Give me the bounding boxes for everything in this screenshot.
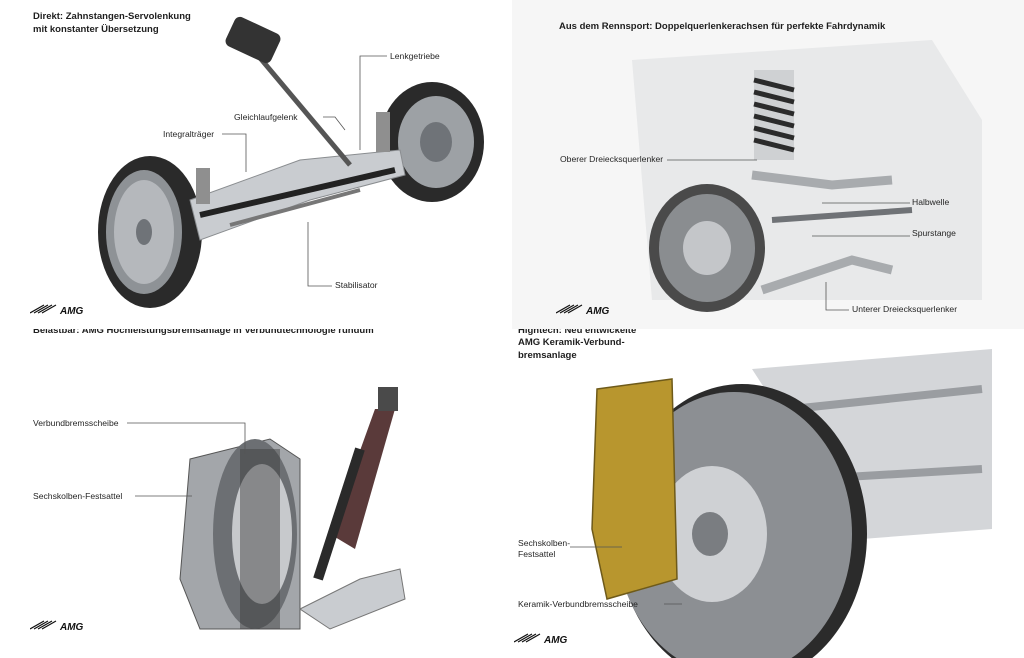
lower-arm-shape [760, 255, 894, 295]
label-sechskolben-festsattel: Sechskolben-Festsattel [33, 491, 123, 501]
steering-panel: Direkt: Zahnstangen-Servolenkung mit kon… [0, 0, 512, 329]
ceramic-disc [616, 384, 867, 658]
label-keramik-verbundbremsscheibe: Keramik-Verbundbremsscheibe [518, 599, 638, 609]
ceramic-brake-panel: Hightech: Neu entwickelte AMG Keramik-Ve… [512, 329, 1024, 658]
gold-caliper [591, 378, 678, 600]
label-verbundbremsscheibe: Verbundbremsscheibe [33, 418, 119, 428]
drive-shaft [771, 207, 913, 223]
left-wheel [98, 156, 202, 308]
svg-text:AMG: AMG [543, 635, 568, 646]
svg-text:AMG: AMG [59, 622, 84, 633]
amg-logo: AMG [514, 633, 568, 646]
brake-disc [649, 184, 765, 312]
steering-title: Direkt: Zahnstangen-Servolenkung mit kon… [33, 11, 191, 35]
steering-illustration [98, 16, 484, 308]
upper-arm-shape [751, 170, 893, 190]
svg-text:AMG: AMG [585, 306, 610, 317]
steering-rack [229, 188, 361, 227]
steering-column [225, 16, 281, 64]
label-sechskolben-festsattel-ceramic: Sechskolben- Festsattel [518, 538, 571, 559]
label-integraltraeger: Integralträger [163, 129, 215, 139]
left-shock [196, 168, 210, 204]
brake-assembly-illustration [127, 387, 406, 630]
svg-text:AMG: AMG [59, 306, 84, 317]
amg-logo: AMG [30, 304, 84, 317]
ceramic-brake-illustration [570, 349, 992, 658]
suspension-panel: Aus dem Rennsport: Doppelquerlenkerachse… [512, 0, 1024, 329]
ceramic-title: AMG Keramik-Verbund- bremsanlage [518, 337, 625, 361]
right-shock [376, 112, 390, 152]
suspension-illustration [632, 40, 982, 312]
label-lenkgetriebe: Lenkgetriebe [390, 51, 440, 61]
right-wheel [380, 82, 484, 202]
brakes-title-clipped: Belastbar: AMG Hochleistungsbremsanlage … [33, 329, 374, 336]
strut [313, 387, 398, 581]
label-oberer-dreiecksquerlenker: Oberer Dreiecksquerlenker [560, 154, 664, 164]
coil-spring [753, 70, 795, 160]
brake-disc-caliper [179, 438, 301, 630]
amg-logo: AMG [30, 620, 84, 633]
lower-arm-shape [299, 568, 406, 630]
stabilizer-bar [199, 167, 396, 218]
ceramic-title-clipped: Hightech: Neu entwickelte [518, 329, 637, 336]
label-unterer-dreiecksquerlenker: Unterer Dreiecksquerlenker [852, 304, 958, 314]
label-stabilisator: Stabilisator [335, 280, 378, 290]
label-gleichlaufgelenk: Gleichlaufgelenk [234, 112, 298, 122]
label-spurstange: Spurstange [912, 228, 956, 238]
label-halbwelle: Halbwelle [912, 197, 950, 207]
amg-logo: AMG [556, 304, 610, 317]
suspension-title: Aus dem Rennsport: Doppelquerlenkerachse… [559, 21, 886, 32]
brakes-panel: Belastbar: AMG Hochleistungsbremsanlage … [0, 329, 512, 658]
